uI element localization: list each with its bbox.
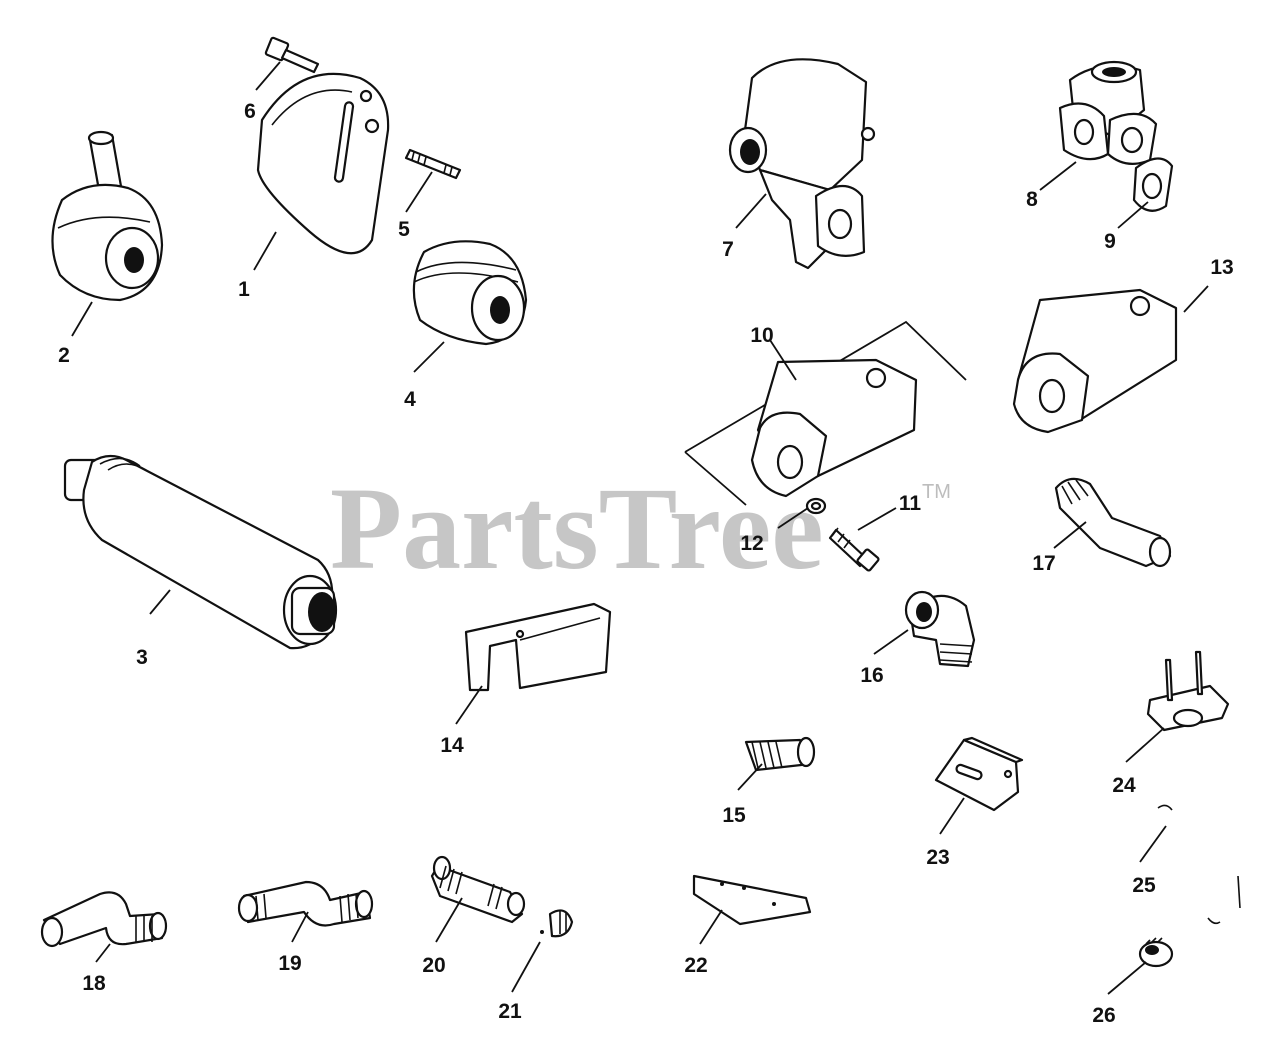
callout-14: 14 — [440, 734, 464, 757]
leader-25 — [1139, 825, 1167, 863]
callout-19: 19 — [278, 952, 301, 975]
callout-12: 12 — [740, 532, 763, 555]
callout-26: 26 — [1092, 1004, 1115, 1027]
callout-1: 1 — [238, 278, 250, 301]
part-1-muffler-plate[interactable] — [256, 72, 390, 255]
callout-7: 7 — [722, 238, 734, 261]
part-13-manifold[interactable] — [1012, 288, 1178, 434]
part-14-bracket[interactable] — [464, 602, 612, 692]
part-15-pipe-nipple[interactable] — [744, 736, 816, 772]
leader-4 — [413, 341, 445, 373]
callout-5: 5 — [398, 218, 410, 241]
callout-16: 16 — [860, 664, 883, 687]
part-10-manifold-assembly[interactable] — [684, 320, 967, 506]
part-5-stud[interactable] — [404, 148, 462, 180]
callout-22: 22 — [684, 954, 707, 977]
part-19-street-elbow[interactable] — [237, 880, 374, 927]
part-24-flange-studs[interactable] — [1146, 650, 1230, 732]
leader-17 — [1053, 521, 1087, 549]
callout-25: 25 — [1132, 874, 1156, 897]
part-21-cap[interactable] — [540, 909, 574, 938]
part-3-cylindrical-muffler[interactable] — [63, 454, 338, 650]
callout-21: 21 — [498, 1000, 522, 1023]
watermark-trademark: TM — [922, 481, 951, 503]
callout-6: 6 — [244, 100, 256, 123]
leader-22 — [699, 909, 723, 945]
callout-4: 4 — [404, 388, 416, 411]
part-20-pipe-nipple[interactable] — [430, 855, 526, 924]
part-18-elbow-pipe[interactable] — [40, 891, 168, 948]
part-6-hex-bolt[interactable] — [264, 36, 320, 74]
part-25-tube[interactable] — [1157, 804, 1241, 925]
leader-23 — [939, 797, 965, 835]
leader-8 — [1039, 161, 1077, 191]
part-4-round-muffler-body[interactable] — [412, 240, 528, 346]
leader-11 — [857, 507, 897, 531]
leader-15 — [737, 763, 763, 791]
leader-5 — [405, 171, 433, 213]
callout-20: 20 — [422, 954, 445, 977]
callout-15: 15 — [722, 804, 746, 827]
leader-13 — [1183, 285, 1209, 313]
leader-18 — [95, 943, 111, 963]
part-7-exhaust-manifold[interactable] — [728, 58, 876, 270]
leader-6 — [255, 61, 281, 91]
leader-21 — [511, 941, 541, 993]
leader-20 — [435, 897, 463, 943]
leader-2 — [71, 301, 93, 337]
leader-9 — [1117, 201, 1149, 229]
part-8-tee-manifold[interactable] — [1058, 60, 1158, 165]
part-22-deflector[interactable] — [692, 874, 812, 926]
callout-2: 2 — [58, 344, 70, 367]
leader-16 — [873, 629, 909, 655]
leader-14 — [455, 685, 483, 725]
leader-12 — [777, 507, 809, 529]
callout-8: 8 — [1026, 188, 1038, 211]
leader-7 — [735, 193, 767, 229]
leader-3 — [149, 589, 171, 615]
part-9-gasket[interactable] — [1132, 157, 1174, 212]
leader-1 — [253, 231, 277, 271]
part-12-washer[interactable] — [805, 497, 827, 515]
part-11-bolt[interactable] — [828, 527, 880, 572]
callout-10: 10 — [750, 324, 773, 347]
leader-10 — [769, 339, 797, 381]
part-17-bent-pipe[interactable] — [1054, 477, 1172, 568]
leader-19 — [291, 911, 309, 943]
leader-lines — [71, 61, 1209, 995]
watermark-text: PartsTree — [330, 463, 824, 594]
callout-24: 24 — [1112, 774, 1136, 797]
callout-13: 13 — [1210, 256, 1233, 279]
callout-11: 11 — [899, 492, 922, 515]
callout-labels: 1 2 3 4 5 6 7 8 9 10 11 12 13 14 15 16 1… — [58, 100, 1234, 1027]
leader-24 — [1125, 727, 1165, 763]
part-23-angle-bracket[interactable] — [934, 736, 1024, 812]
part-16-elbow[interactable] — [904, 590, 976, 668]
callout-3: 3 — [136, 646, 148, 669]
part-26-hose-clamp[interactable] — [1138, 937, 1174, 968]
callout-17: 17 — [1032, 552, 1055, 575]
callout-9: 9 — [1104, 230, 1116, 253]
leader-26 — [1107, 961, 1147, 995]
part-2-round-muffler[interactable] — [51, 130, 164, 302]
callout-23: 23 — [926, 846, 949, 869]
callout-18: 18 — [82, 972, 106, 995]
